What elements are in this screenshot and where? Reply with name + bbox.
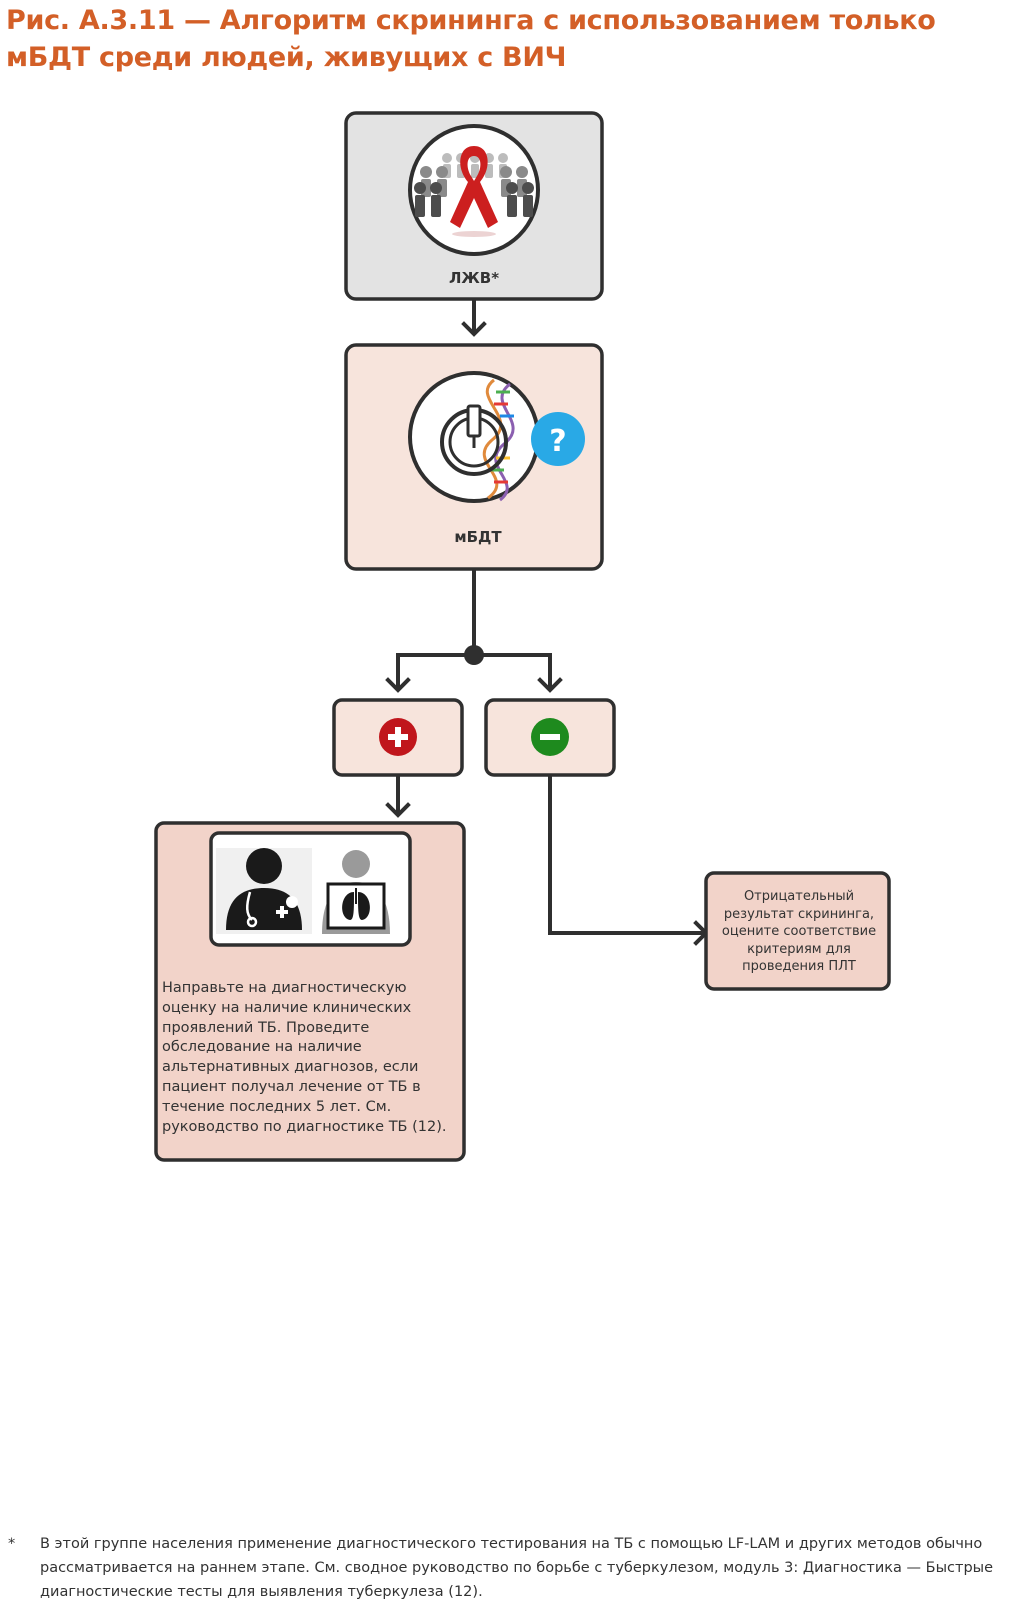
question-badge-icon: ? bbox=[531, 412, 585, 466]
node-referral bbox=[154, 821, 466, 1162]
figure-title: Рис. А.3.11 — Алгоритм скрининга с испол… bbox=[6, 5, 936, 73]
referral-text: Направьте на диагностическую оценку на н… bbox=[162, 980, 447, 1135]
arrow-negative-to-result bbox=[548, 775, 709, 946]
footnote-mark: * bbox=[8, 1536, 16, 1552]
svg-text:?: ? bbox=[549, 424, 566, 459]
people-hiv-ribbon-icon bbox=[408, 124, 540, 256]
plhiv-label: ЛЖВ* bbox=[449, 269, 499, 287]
arrow-plhiv-to-mwrd bbox=[461, 299, 487, 337]
node-negative bbox=[484, 698, 616, 777]
branch-junction bbox=[464, 645, 484, 665]
node-negative-result bbox=[704, 871, 891, 991]
footnote: * В этой группе населения применение диа… bbox=[8, 1532, 1013, 1604]
footnote-text: В этой группе населения применение диагн… bbox=[40, 1536, 994, 1600]
branch-connector bbox=[385, 569, 563, 693]
chest-xray-icon bbox=[322, 850, 390, 934]
minus-icon bbox=[531, 718, 569, 756]
negative-result-text: Отрицательный результат скрининга, оцени… bbox=[721, 889, 877, 974]
doctor-icon bbox=[216, 848, 312, 934]
node-positive bbox=[332, 698, 464, 777]
plus-icon bbox=[379, 718, 417, 756]
molecular-test-dna-icon bbox=[408, 371, 540, 503]
mwrd-label: мБДТ bbox=[454, 528, 502, 546]
node-plhiv: ЛЖВ* bbox=[344, 111, 604, 301]
arrow-positive-to-referral bbox=[385, 775, 411, 818]
node-mwrd: ? мБДТ bbox=[344, 343, 604, 571]
